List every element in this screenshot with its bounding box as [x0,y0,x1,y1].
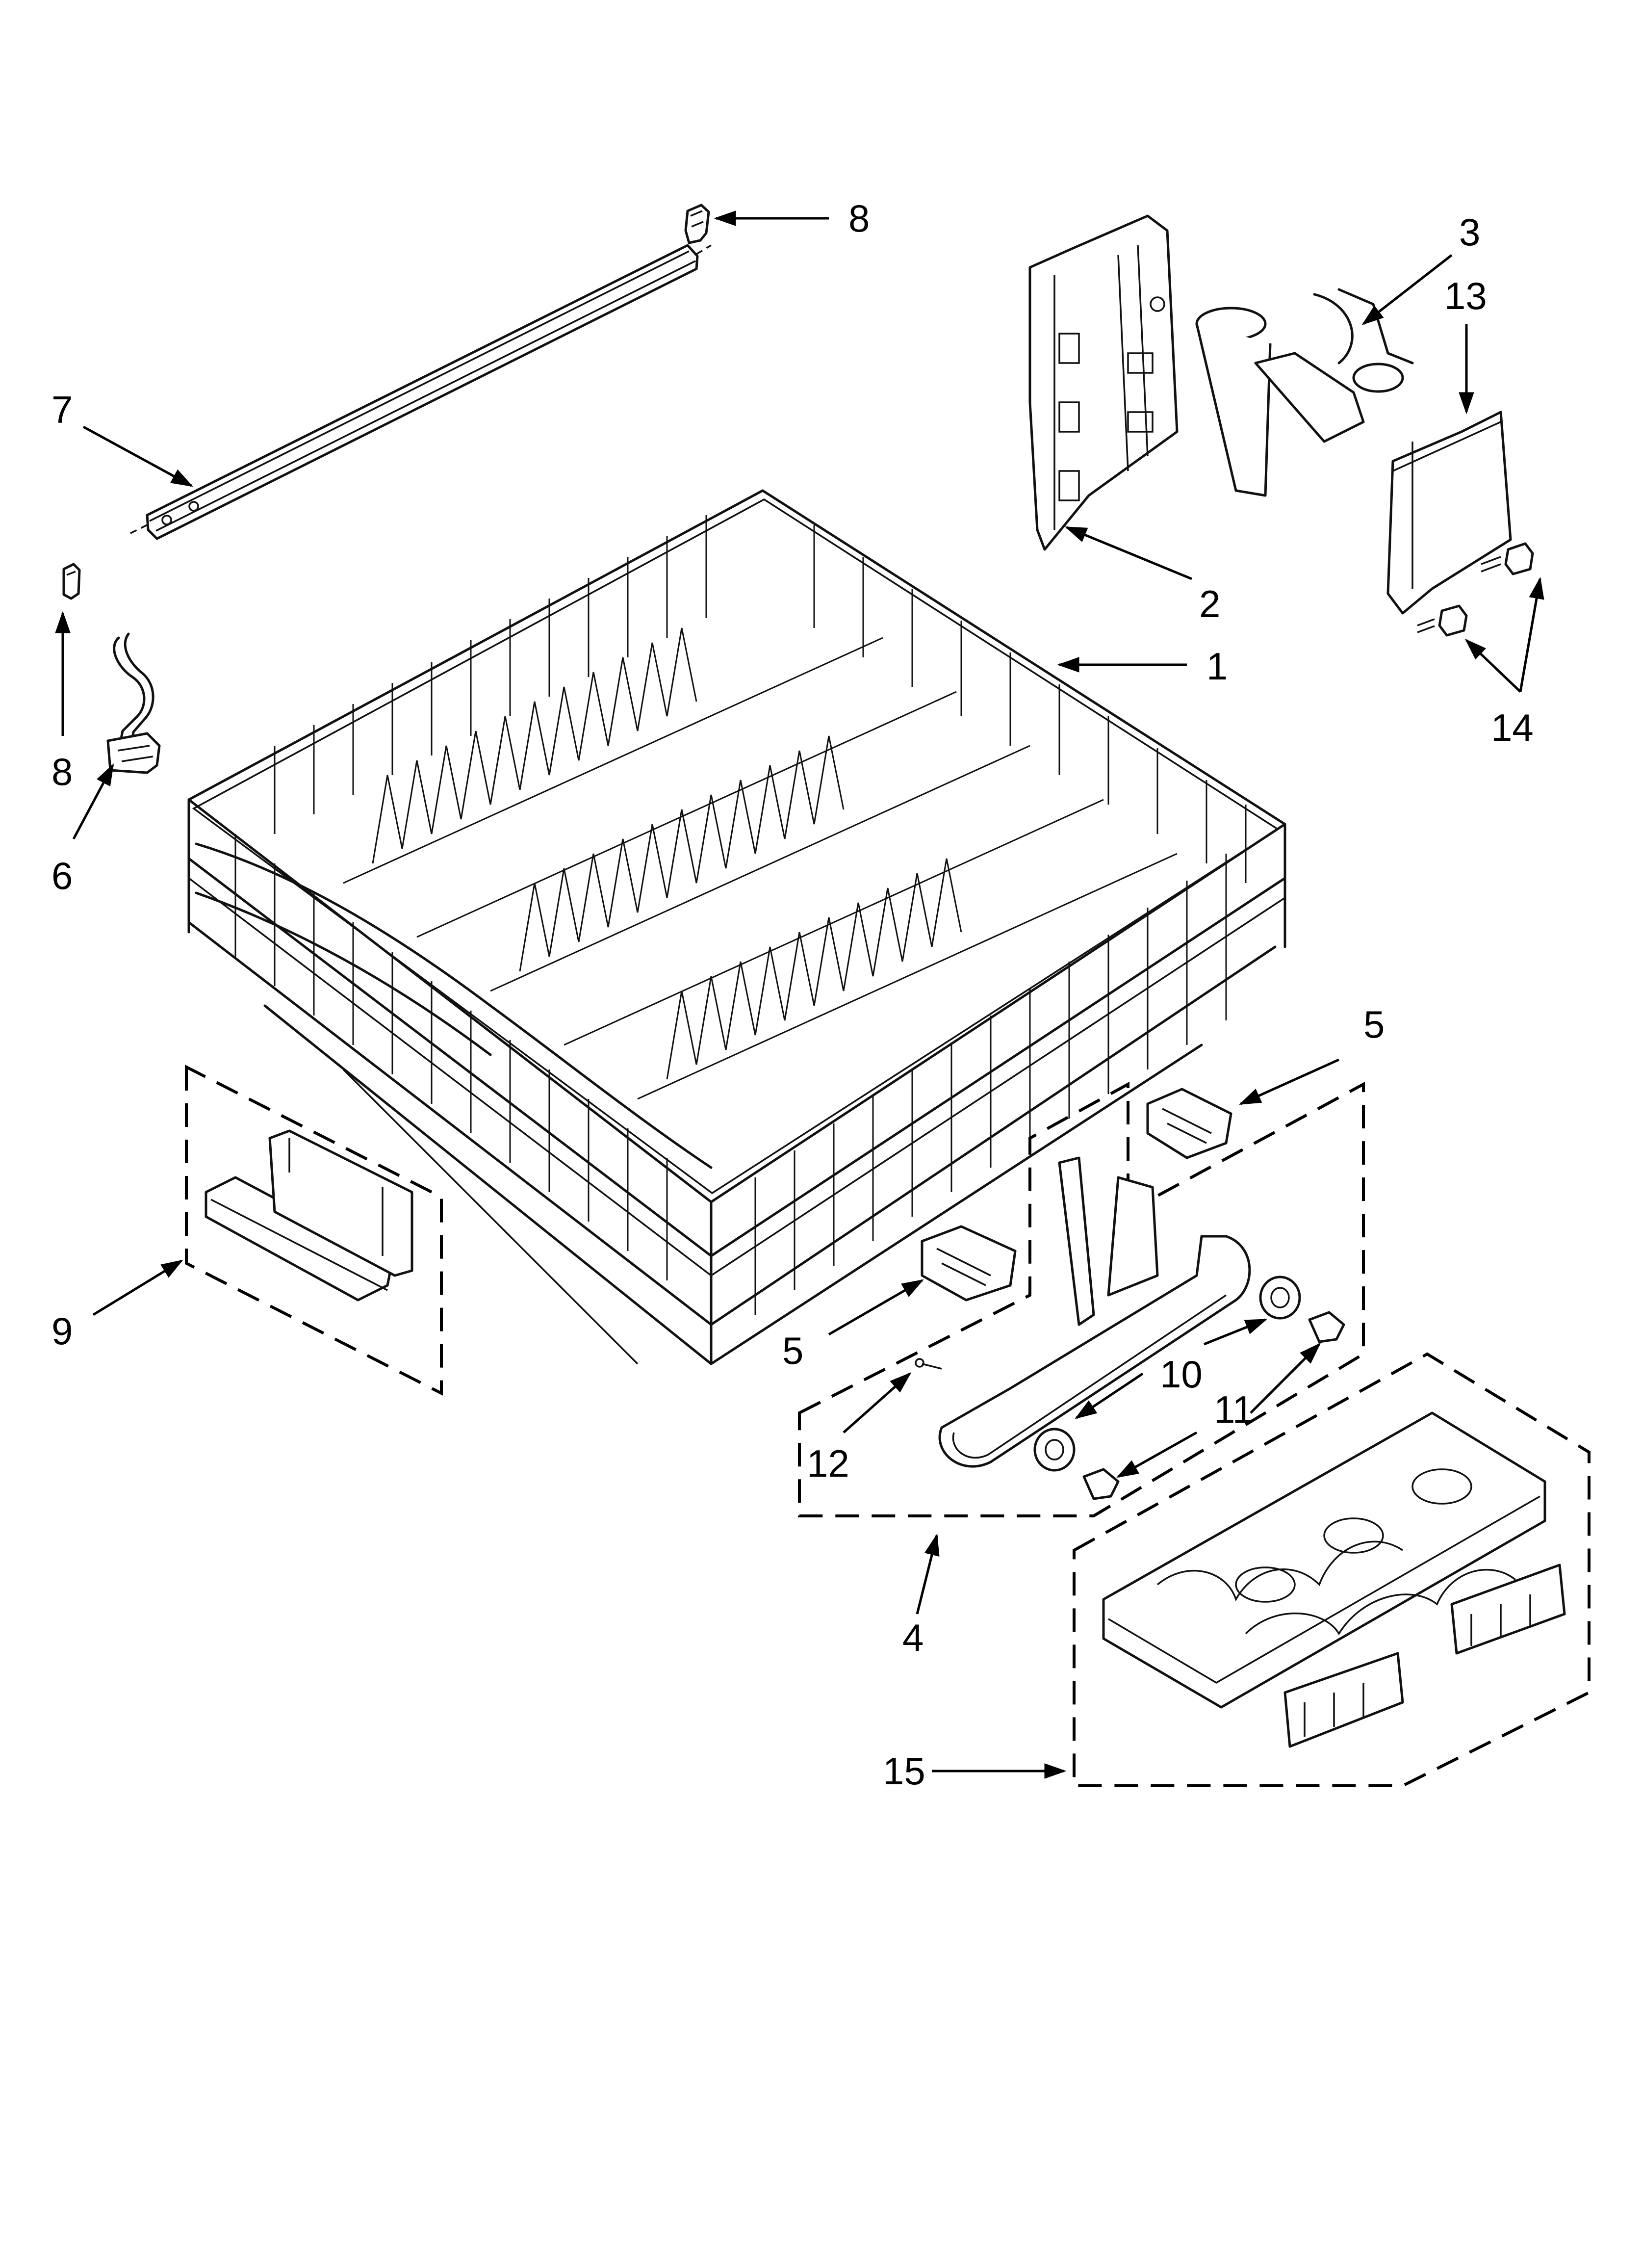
callout-14: 14 [1491,706,1534,749]
part-8-rail-end-cap-top [684,204,710,244]
callout-4: 4 [902,1616,924,1659]
leader-10a [1075,1372,1144,1419]
leader-4 [916,1533,940,1615]
leader-2 [1064,526,1192,580]
leader-9 [92,1259,183,1316]
callout-7: 7 [51,388,73,431]
part-15-tine-accessory [1073,1352,1591,1787]
leader-10b [1204,1318,1268,1346]
part-14-screws [1417,542,1534,637]
part-13-adjuster-cover [1386,411,1512,615]
leader-lines [55,210,1544,1779]
callout-13: 13 [1444,274,1487,317]
callout-6: 6 [51,854,73,897]
leader-5-upper [1238,1058,1340,1105]
callout-15: 15 [883,1749,925,1793]
callout-5-upper: 5 [1363,1003,1385,1046]
callout-8-left: 8 [51,750,73,793]
part-6-wire-clip [106,632,161,774]
callout-10: 10 [1160,1353,1203,1396]
callout-12: 12 [807,1442,849,1485]
leader-12 [843,1372,912,1434]
part-2-adjuster-housing [1028,214,1179,551]
callout-11: 11 [1214,1388,1254,1431]
leader-14a [1464,638,1521,693]
part-3-adjuster-handle [1195,288,1414,497]
part-9-rack-handle [185,1065,443,1396]
leader-11b [1250,1342,1321,1414]
part-5-roller-clip-upper [1146,1088,1232,1159]
leader-3 [1361,254,1453,325]
part-7-rack-rail [127,244,712,540]
part-5-roller-clip-lower [921,1225,1017,1302]
callout-9: 9 [51,1309,73,1353]
callout-5-lower: 5 [782,1329,803,1372]
leader-6 [72,763,114,840]
callout-2: 2 [1199,582,1220,626]
part-4-adjuster-assembly [798,1081,1365,1517]
callout-labels: 1 2 3 13 14 8 7 8 6 5 5 9 10 11 12 4 15 [51,197,1534,1793]
leader-14b [1519,576,1544,692]
part-8-rail-end-cap-left [62,563,81,600]
leader-11a [1116,1431,1198,1478]
part-1-upper-dishrack [187,489,1286,1365]
callout-3: 3 [1459,210,1480,254]
leader-5-lower [828,1279,924,1336]
callout-8-top: 8 [848,197,870,240]
leader-7 [82,425,193,487]
callout-1: 1 [1206,645,1228,688]
